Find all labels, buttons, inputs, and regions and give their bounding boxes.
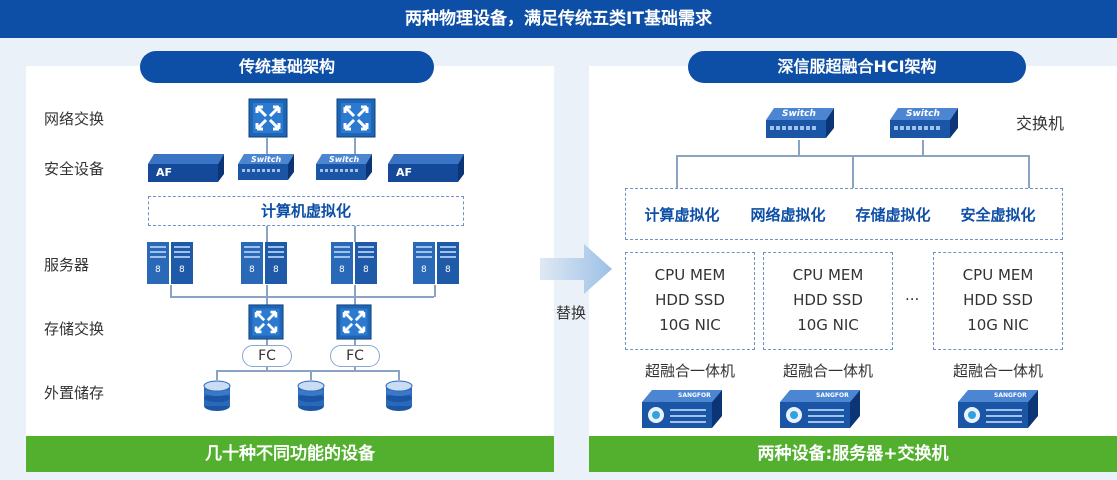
storage-virtualization-label: 存储虚拟化 [855, 206, 931, 224]
appliance-label: SANGFOR [816, 392, 849, 399]
node-line-cpu-mem: CPU MEM [654, 266, 726, 284]
traditional-architecture-title: 传统基础架构 [140, 51, 434, 83]
svg-text:8: 8 [445, 265, 451, 275]
svg-text:8: 8 [421, 265, 427, 275]
left-footer-banner: 几十种不同功能的设备 [26, 436, 554, 472]
link-line [354, 226, 356, 242]
appliance-label: SANGFOR [994, 392, 1027, 399]
link-line [852, 155, 854, 188]
node-line-cpu-mem: CPU MEM [792, 266, 864, 284]
link-line [266, 138, 268, 158]
node-line-nic: 10G NIC [659, 316, 721, 334]
svg-text:8: 8 [273, 265, 279, 275]
switch-label: Switch [782, 109, 816, 119]
network-switch-icon [248, 98, 288, 138]
storage-switch-icon [336, 304, 372, 340]
network-virtualization-label: 网络虚拟化 [750, 206, 826, 224]
af-firewall-icon: AF [386, 152, 466, 184]
hci-appliance-caption: 超融合一体机 [952, 362, 1043, 380]
node-line-hdd-ssd: HDD SSD [793, 291, 863, 309]
fc-label: FC [330, 345, 380, 367]
link-line [170, 285, 172, 297]
network-switch-icon [336, 98, 376, 138]
replace-arrow-icon [540, 244, 612, 294]
switch-caption: 交换机 [1016, 114, 1065, 133]
row-label-server: 服务器 [44, 256, 90, 274]
switch-label: Switch [906, 109, 940, 119]
switch-device-icon: Switch [314, 152, 374, 182]
page-title: 两种物理设备，满足传统五类IT基础需求 [0, 0, 1117, 38]
compute-virtualization-label: 计算虚拟化 [644, 206, 720, 224]
appliance-label: SANGFOR [678, 392, 711, 399]
link-line [798, 140, 800, 156]
right-footer-banner: 两种设备:服务器+交换机 [589, 436, 1117, 472]
server-bus-line [170, 296, 434, 298]
row-label-security-device: 安全设备 [44, 160, 105, 178]
link-line [434, 285, 436, 297]
link-line [216, 370, 218, 380]
hci-appliance-icon: SANGFOR [956, 388, 1040, 430]
hci-appliance-caption: 超融合一体机 [782, 362, 873, 380]
link-line [310, 370, 312, 380]
svg-text:8: 8 [249, 265, 255, 275]
storage-switch-icon [248, 304, 284, 340]
row-label-external-storage: 外置储存 [44, 384, 105, 402]
af-label: AF [156, 166, 173, 179]
storage-disk-icon [297, 380, 325, 412]
link-line [354, 366, 356, 372]
node-line-cpu-mem: CPU MEM [962, 266, 1034, 284]
link-line [676, 155, 678, 188]
link-line [266, 338, 268, 346]
replace-label: 替换 [556, 304, 587, 322]
compute-virtualization-box: 计算机虚拟化 [148, 196, 464, 226]
hci-appliance-caption: 超融合一体机 [644, 362, 735, 380]
virtualization-layer-box [625, 188, 1063, 240]
row-label-network-switch: 网络交换 [44, 110, 105, 128]
left-panel [26, 66, 554, 438]
link-line [354, 285, 356, 305]
node-line-hdd-ssd: HDD SSD [963, 291, 1033, 309]
row-label-storage-switch: 存储交换 [44, 320, 105, 338]
storage-bus-line [216, 370, 400, 372]
link-line [266, 366, 268, 372]
ellipsis: ... [905, 286, 920, 304]
security-virtualization-label: 安全虚拟化 [960, 206, 1036, 224]
node-line-nic: 10G NIC [967, 316, 1029, 334]
storage-disk-icon [203, 380, 231, 412]
hci-appliance-icon: SANGFOR [640, 388, 724, 430]
link-line [266, 285, 268, 305]
link-line [266, 226, 268, 242]
hci-appliance-icon: SANGFOR [778, 388, 862, 430]
af-label: AF [396, 166, 413, 179]
svg-text:8: 8 [179, 265, 185, 275]
svg-text:8: 8 [363, 265, 369, 275]
link-line [354, 338, 356, 346]
link-line [922, 140, 924, 156]
switch-device-icon: Switch [236, 152, 296, 182]
hci-node-resources: CPU MEM HDD SSD 10G NIC [933, 252, 1063, 350]
svg-text:8: 8 [155, 265, 161, 275]
storage-disk-icon [385, 380, 413, 412]
af-firewall-icon: AF [146, 152, 226, 184]
svg-text:8: 8 [339, 265, 345, 275]
link-line [1028, 155, 1030, 188]
node-line-nic: 10G NIC [797, 316, 859, 334]
hci-node-resources: CPU MEM HDD SSD 10G NIC [625, 252, 755, 350]
switch-label: Switch [251, 155, 282, 164]
hci-node-resources: CPU MEM HDD SSD 10G NIC [763, 252, 893, 350]
link-line [354, 138, 356, 158]
fc-label: FC [242, 345, 292, 367]
node-line-hdd-ssd: HDD SSD [655, 291, 725, 309]
switch-label: Switch [329, 155, 360, 164]
hci-architecture-title: 深信服超融合HCI架构 [688, 51, 1026, 83]
switch-device-icon: Switch [888, 106, 960, 140]
switch-device-icon: Switch [764, 106, 836, 140]
link-line [398, 370, 400, 380]
